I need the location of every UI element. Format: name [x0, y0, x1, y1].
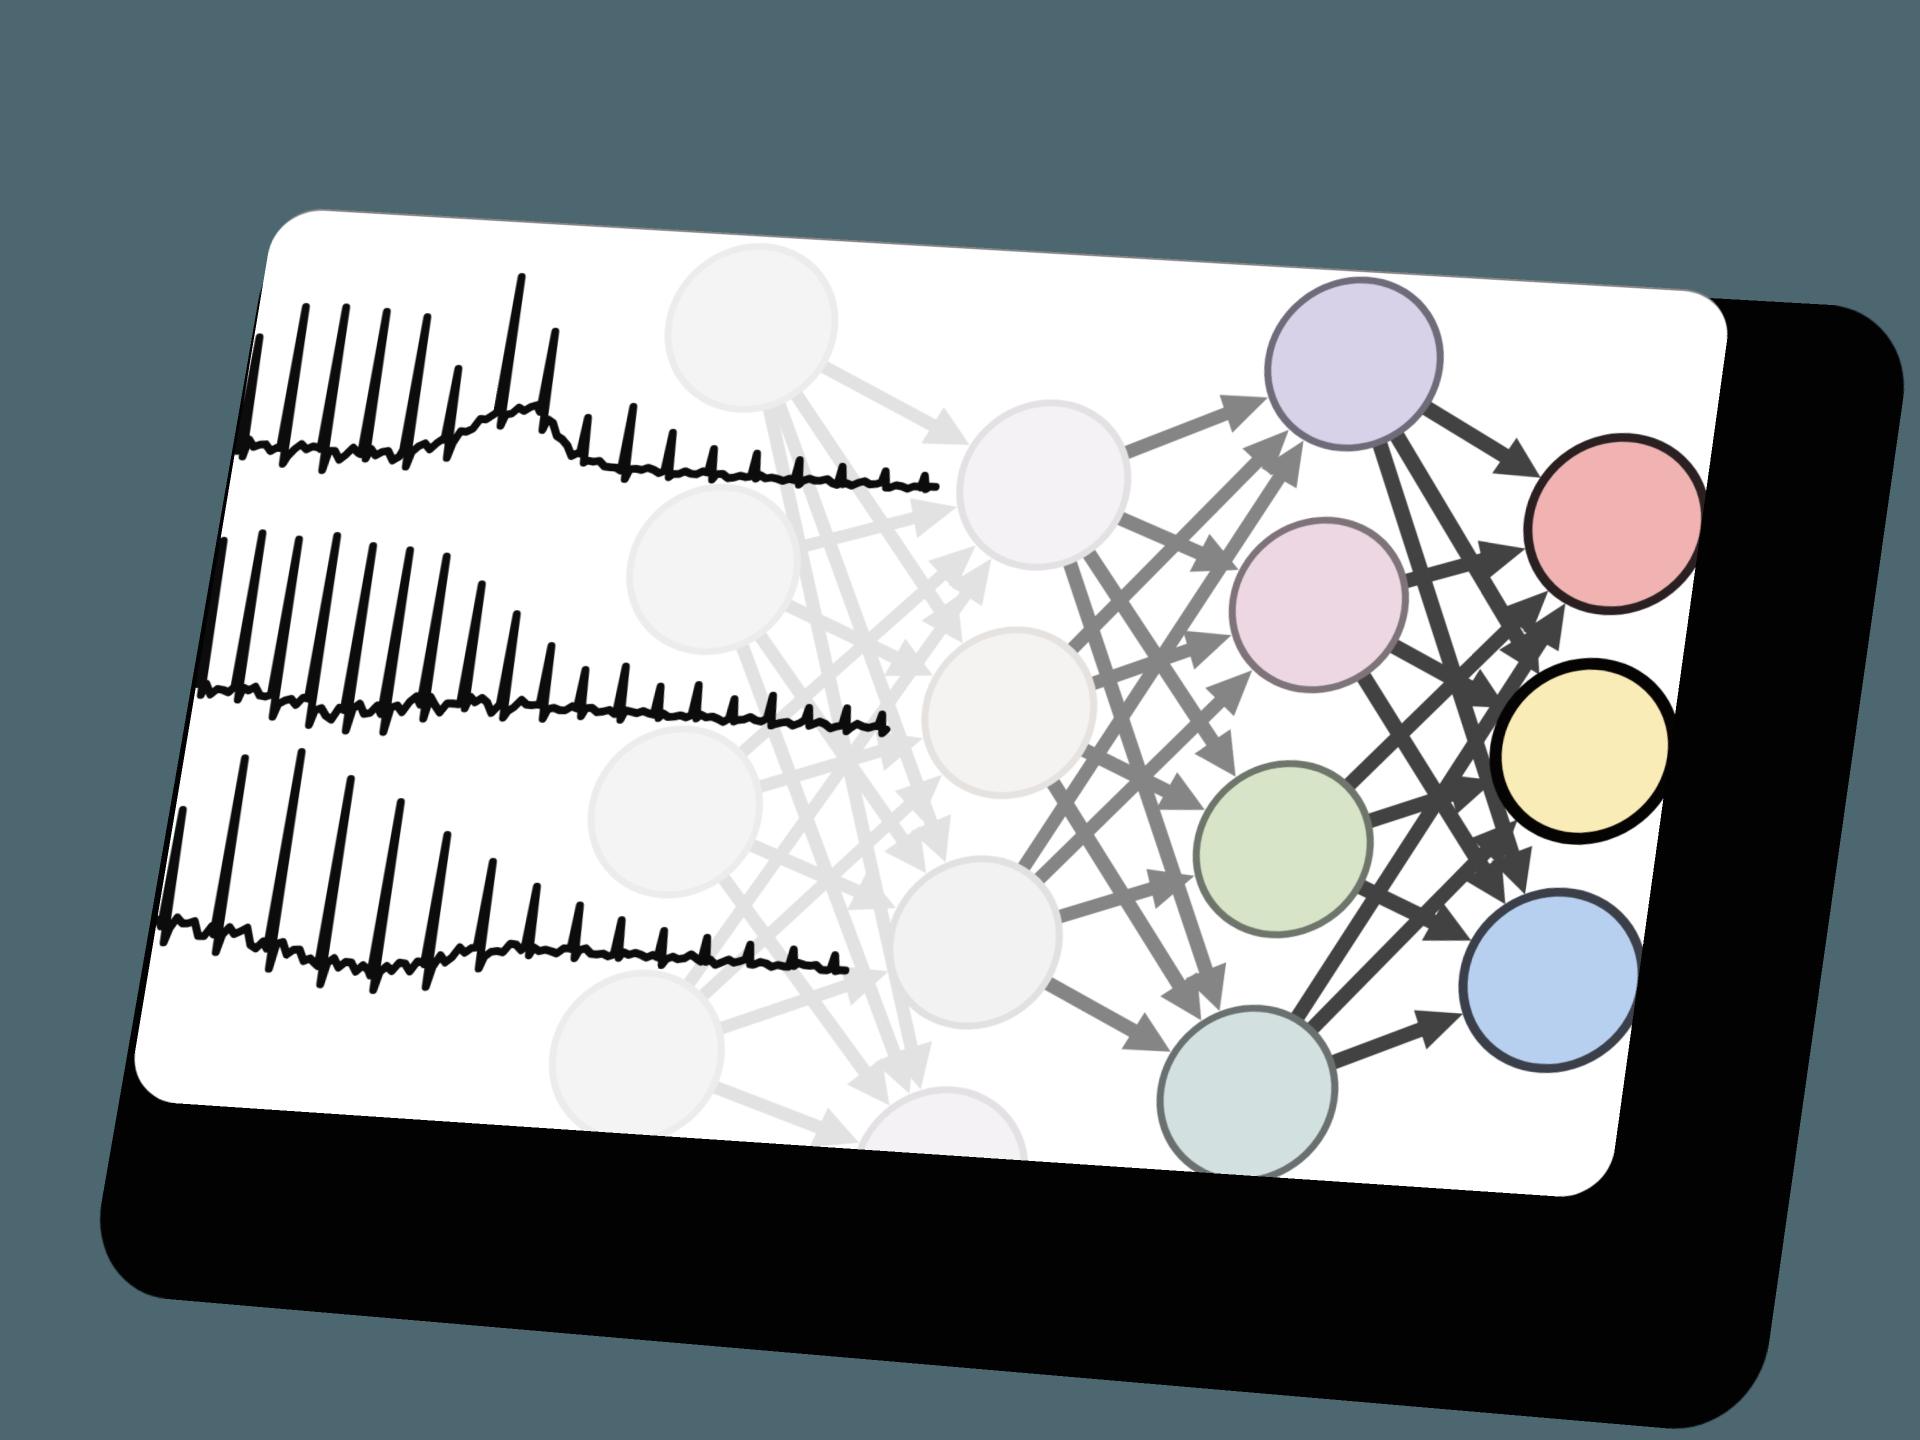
hidden2-to-output-line-4-3 — [1333, 1022, 1426, 1068]
hidden2-to-output-arrowhead-1-1 — [1492, 436, 1547, 478]
input-to-hidden1-line-1-1 — [815, 366, 946, 427]
output-layer — [1451, 432, 1716, 1074]
hidden2-node-pink — [1221, 515, 1417, 695]
hidden-layer-1 — [842, 398, 1139, 1200]
hidden1-node-2 — [913, 625, 1105, 801]
hidden1-to-hidden2-arrowhead-1-1 — [1214, 394, 1269, 435]
card — [126, 206, 1734, 1200]
hidden2-node-teal — [1148, 1003, 1346, 1187]
output-node-red — [1516, 432, 1716, 616]
input-layer — [540, 242, 847, 1147]
input-node-4 — [540, 968, 733, 1146]
hidden2-node-purple — [1256, 275, 1451, 453]
hidden1-to-hidden2-arrowhead-2-2 — [1177, 630, 1232, 672]
input-to-hidden1-line-2-2 — [780, 605, 907, 660]
hidden-layer-2 — [1148, 275, 1451, 1187]
output-node-blue — [1451, 887, 1653, 1075]
input-node-1 — [656, 242, 847, 415]
hidden2-node-green — [1185, 758, 1382, 940]
hidden1-node-1 — [948, 398, 1139, 572]
hidden1-to-hidden2-line-3-4 — [1041, 983, 1145, 1034]
input-to-hidden1-arrowhead-2-1 — [903, 498, 958, 541]
input-to-hidden1-line-4-4 — [709, 1087, 829, 1129]
output-node-yellow — [1484, 658, 1685, 844]
hidden1-to-hidden2-arrowhead-1-3 — [1191, 727, 1243, 777]
hidden2-to-output-line-1-1 — [1420, 408, 1516, 459]
input-node-2 — [618, 482, 810, 657]
hidden1-to-hidden2-line-1-1 — [1126, 406, 1232, 459]
hidden1-node-3 — [878, 854, 1071, 1032]
diagram-svg — [127, 208, 1734, 1200]
input-to-hidden1-arrowhead-3-2 — [869, 731, 924, 774]
input-node-3 — [579, 724, 771, 901]
